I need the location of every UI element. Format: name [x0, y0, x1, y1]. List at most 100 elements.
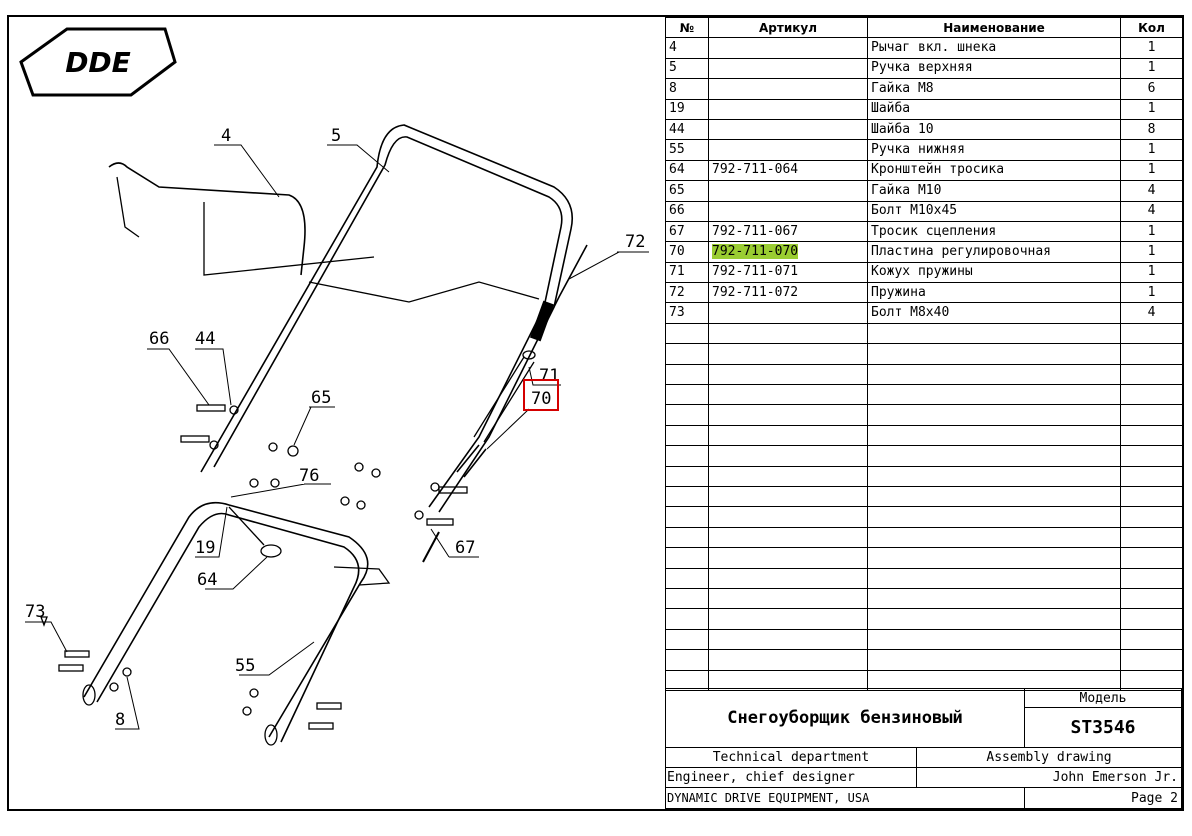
cell-qty: 8: [1120, 118, 1183, 141]
cell-name: Пружина: [867, 282, 1121, 304]
empty-cell: [708, 608, 868, 630]
dde-logo-icon: [19, 27, 177, 97]
cell-article: [708, 139, 868, 161]
cell-article: [708, 78, 868, 100]
cell-article: 792-711-071: [708, 261, 868, 284]
empty-row: [665, 485, 1183, 508]
empty-cell: [665, 485, 709, 508]
cell-article: [708, 200, 868, 222]
empty-cell: [867, 343, 1121, 365]
empty-cell: [665, 384, 709, 406]
empty-row: [665, 587, 1183, 610]
assembly-svg: DDE 4 5 72 66 44 65 71 70 76 19 64 67 73…: [19, 27, 649, 746]
company-name: DYNAMIC DRIVE EQUIPMENT, USA: [665, 787, 1025, 809]
column-header-num: №: [665, 16, 709, 39]
empty-row: [665, 404, 1183, 426]
role: Engineer, chief designer: [665, 767, 917, 788]
empty-cell: [1120, 465, 1183, 487]
empty-row: [665, 506, 1183, 528]
highlighted-article: 792-711-070: [712, 243, 799, 259]
callout-label: 4: [221, 126, 231, 146]
cell-num: 71: [665, 261, 709, 284]
empty-cell: [708, 322, 868, 345]
product-title: Снегоуборщик бензиновый: [665, 688, 1025, 748]
empty-cell: [708, 628, 868, 651]
cell-name: Тросик сцепления: [867, 220, 1121, 243]
empty-cell: [867, 547, 1121, 569]
empty-cell: [708, 506, 868, 528]
empty-cell: [1120, 322, 1183, 345]
empty-cell: [867, 628, 1121, 651]
cell-article: 792-711-067: [708, 220, 868, 243]
empty-cell: [1120, 587, 1183, 610]
clutch-cable-part: [422, 531, 440, 563]
empty-cell: [665, 445, 709, 467]
cell-qty: 1: [1120, 98, 1183, 120]
cell-num: 5: [665, 57, 709, 80]
cell-qty: 1: [1120, 37, 1183, 59]
callout-label: 71: [539, 366, 559, 386]
empty-row: [665, 445, 1183, 467]
empty-cell: [1120, 485, 1183, 508]
cell-article: [708, 118, 868, 141]
empty-cell: [708, 363, 868, 386]
cell-num: 4: [665, 37, 709, 59]
cell-article: 792-711-070: [708, 241, 868, 263]
cell-qty: 6: [1120, 78, 1183, 100]
empty-cell: [708, 587, 868, 610]
cell-article: 792-711-064: [708, 159, 868, 182]
empty-cell: [1120, 424, 1183, 447]
callout-label: 76: [299, 466, 319, 486]
empty-cell: [867, 424, 1121, 447]
empty-cell: [1120, 526, 1183, 549]
empty-cell: [867, 567, 1121, 589]
cell-qty: 1: [1120, 241, 1183, 263]
highlight-box: [523, 379, 559, 411]
bolts-group: [40, 404, 468, 730]
cell-name: Болт М8х40: [867, 302, 1121, 324]
engineer-name: John Emerson Jr.: [916, 767, 1182, 788]
empty-cell: [1120, 628, 1183, 651]
cell-name: Гайка М10: [867, 180, 1121, 202]
callout-label: 8: [115, 710, 125, 730]
cell-num: 64: [665, 159, 709, 182]
empty-cell: [867, 587, 1121, 610]
empty-row: [665, 343, 1183, 365]
empty-cell: [1120, 404, 1183, 426]
cell-qty: 1: [1120, 57, 1183, 80]
callout-labels: 4 5 72 66 44 65 71 70 76 19 64 67 73 55 …: [25, 126, 645, 730]
empty-cell: [665, 587, 709, 610]
empty-cell: [1120, 343, 1183, 365]
department: Technical department: [665, 747, 917, 768]
empty-row: [665, 322, 1183, 345]
callout-label: 19: [195, 538, 215, 558]
empty-row: [665, 567, 1183, 589]
callout-label: 5: [331, 126, 341, 146]
empty-row: [665, 363, 1183, 386]
callout-label: 65: [311, 388, 331, 408]
model-label: Модель: [1024, 688, 1182, 708]
cell-name: Гайка М8: [867, 78, 1121, 100]
empty-cell: [708, 384, 868, 406]
empty-cell: [665, 404, 709, 426]
cell-qty: 1: [1120, 261, 1183, 284]
cell-qty: 4: [1120, 302, 1183, 324]
empty-cell: [665, 343, 709, 365]
empty-row: [665, 526, 1183, 549]
empty-cell: [867, 526, 1121, 549]
empty-cell: [867, 322, 1121, 345]
callout-label: 64: [197, 570, 217, 590]
empty-cell: [1120, 649, 1183, 671]
empty-cell: [708, 567, 868, 589]
cell-qty: 1: [1120, 139, 1183, 161]
cell-name: Болт М10х45: [867, 200, 1121, 222]
empty-row: [665, 628, 1183, 651]
empty-cell: [665, 506, 709, 528]
drawing-type: Assembly drawing: [916, 747, 1182, 768]
empty-cell: [708, 424, 868, 447]
